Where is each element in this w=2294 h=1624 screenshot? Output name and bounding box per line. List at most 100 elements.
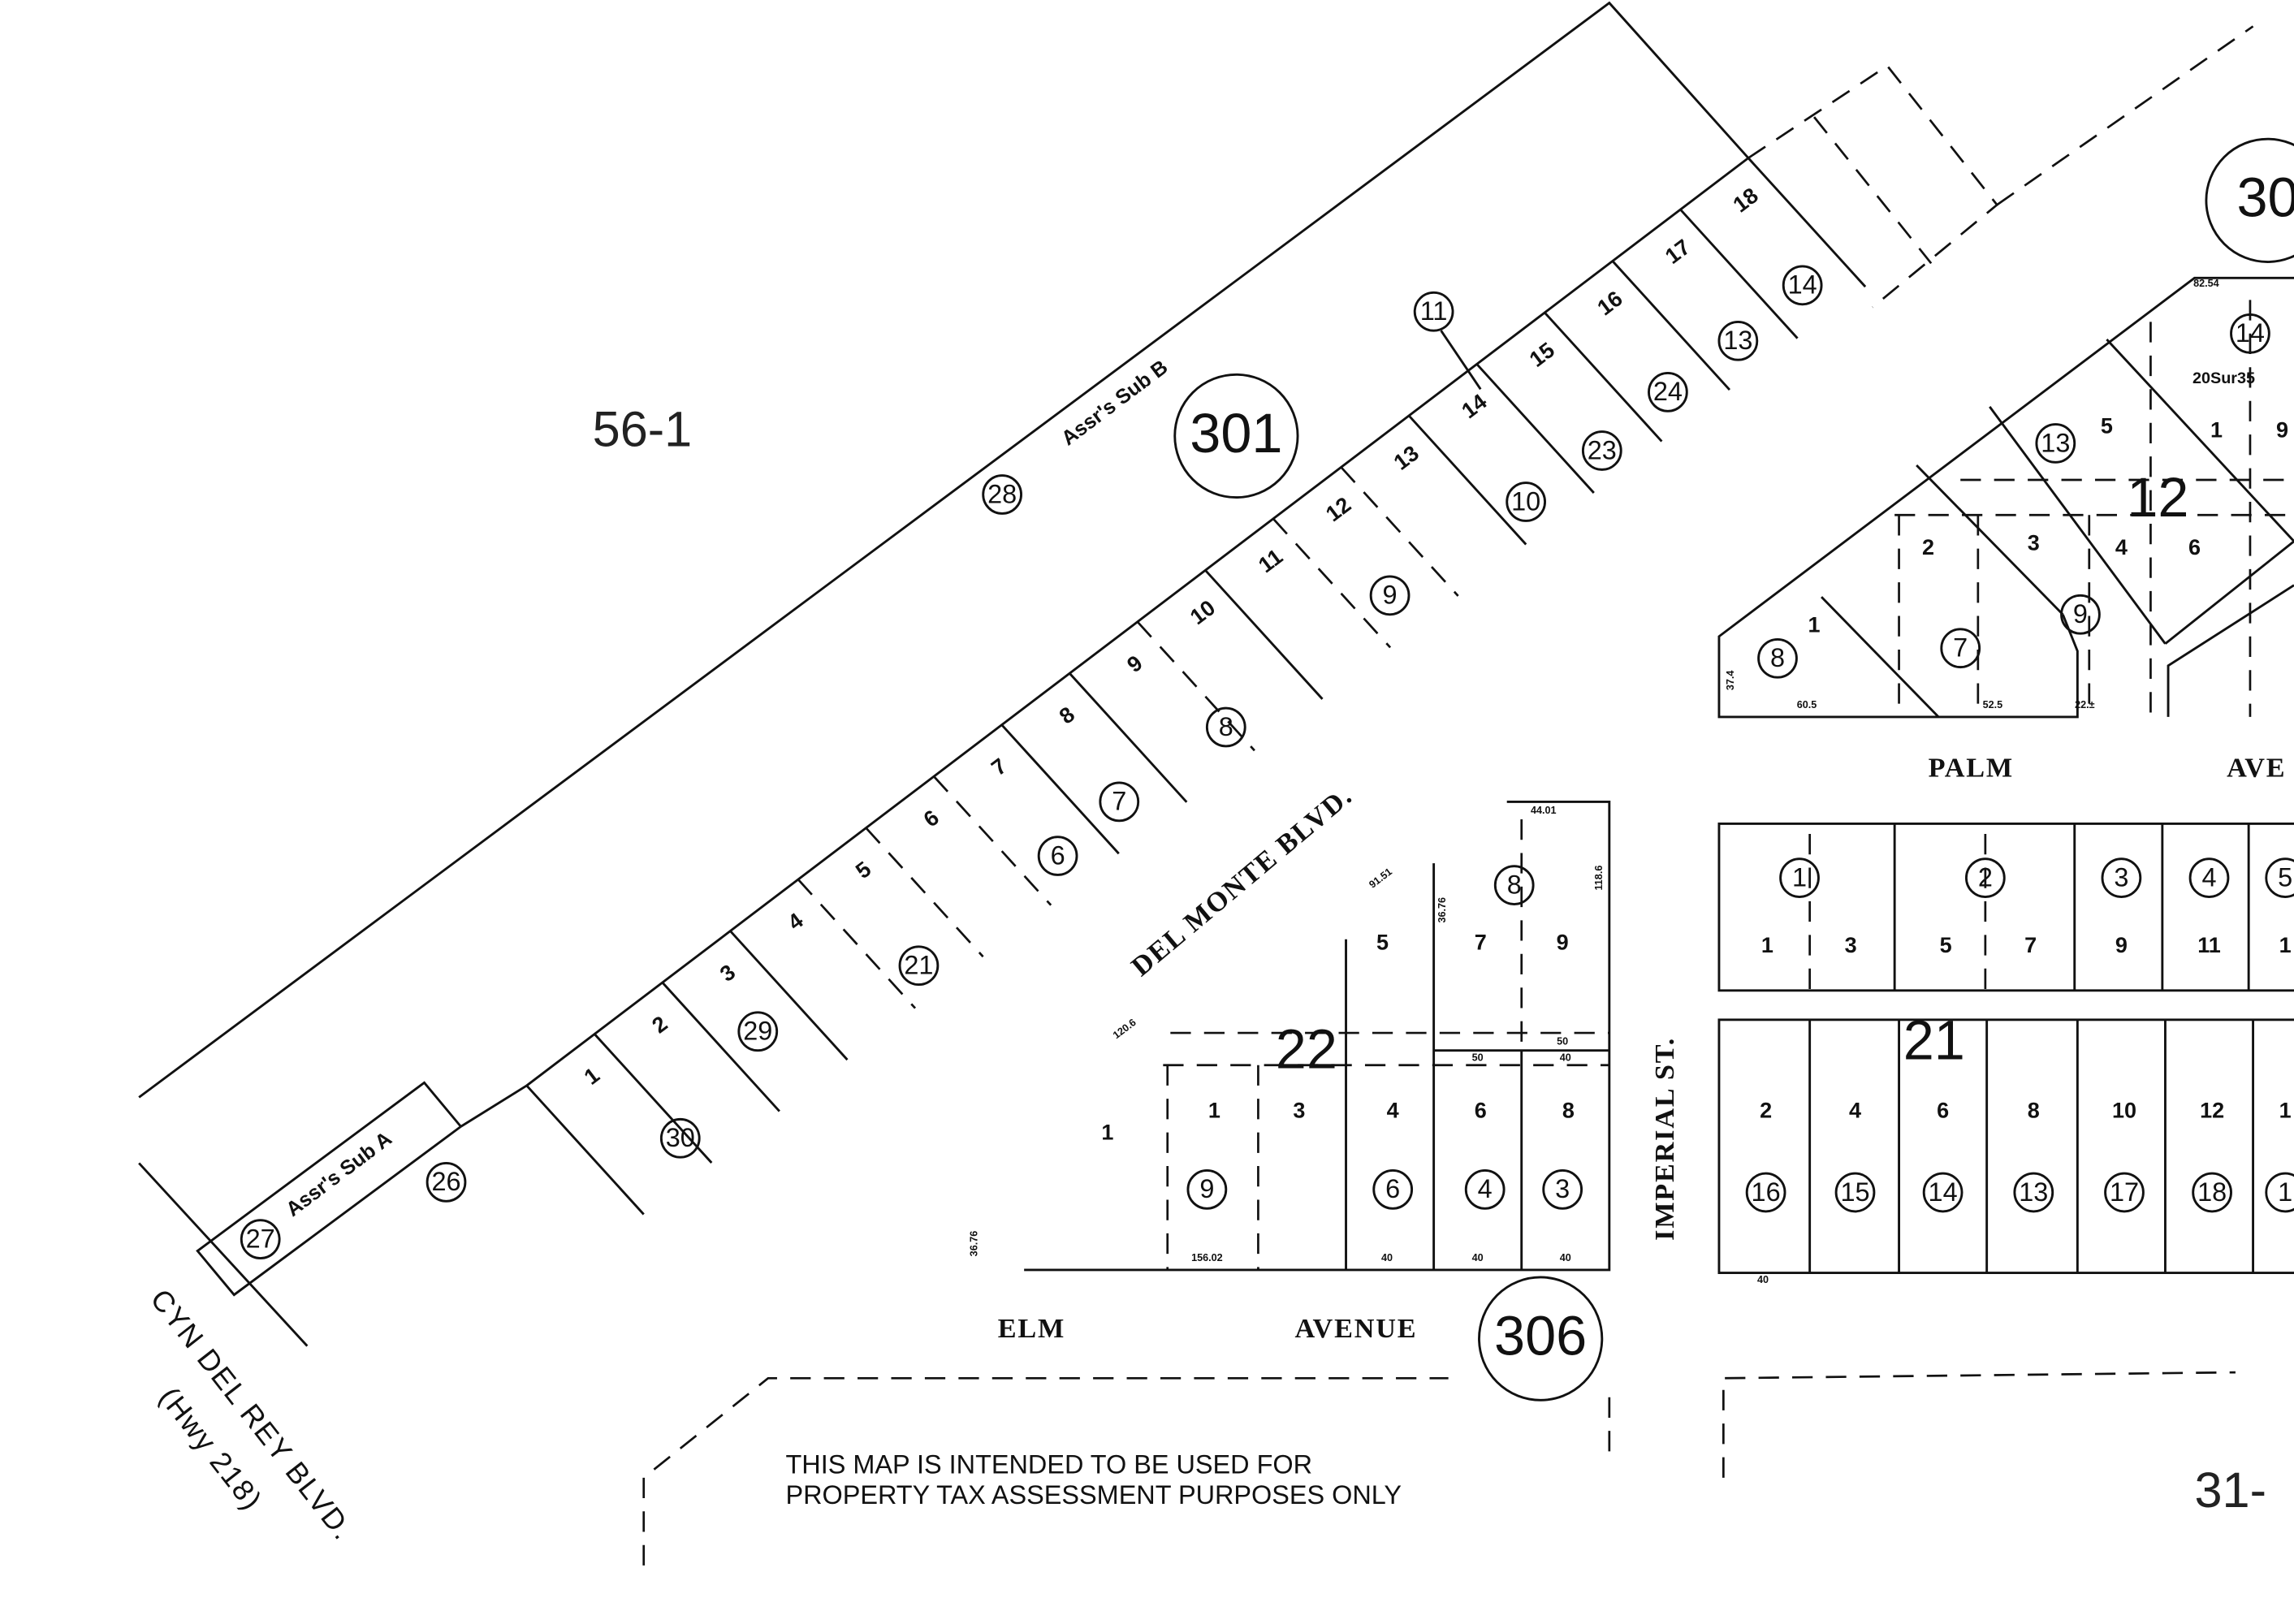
parcel-number-circle (1413, 291, 1454, 332)
parcel-number: 23 (1588, 435, 1617, 464)
parcel-number-circle (737, 1011, 779, 1052)
parcel-number: 8 (1770, 643, 1785, 672)
dimension-label: 118.6 (1593, 866, 1605, 891)
lot-number: 8 (1562, 1099, 1575, 1123)
lot-number: 9 (1557, 930, 1569, 954)
lot-number: 1 (580, 1063, 604, 1090)
lot-number: 4 (1849, 1099, 1861, 1123)
parcel-number-circle (1369, 575, 1411, 616)
lot-number: 1 (2279, 933, 2292, 957)
lot-number: 15 (1525, 338, 1559, 372)
book-page-301: 301 (1190, 402, 1282, 464)
parcel-number-circle (1464, 1169, 1506, 1210)
lot-number: 7 (2024, 933, 2037, 957)
lot-number: 6 (919, 806, 944, 832)
parcel-number-circle (1542, 1169, 1583, 1210)
lot-number: 8 (2028, 1099, 2040, 1123)
parcel-number-circle (1745, 1172, 1786, 1213)
lot-number: 2 (1922, 535, 1934, 559)
parcel-number: 9 (2073, 599, 2088, 628)
parcel-number-circle (1922, 1172, 1964, 1213)
lot-line (1475, 363, 1595, 494)
lot-number: 1 (1208, 1099, 1220, 1123)
lot-number: 7 (1475, 930, 1487, 954)
parcel-number-circle (1372, 1169, 1414, 1210)
lot-line (1679, 209, 1799, 339)
parcel-number-circle (426, 1161, 467, 1203)
parcel-number: 30 (666, 1123, 695, 1152)
parcel-boundaries (138, 1, 2294, 1566)
dimension-label: 40 (1472, 1252, 1484, 1263)
lot-number: 3 (715, 960, 740, 987)
book-page-306-circle (1478, 1276, 1604, 1402)
parcel-number: 11 (1420, 296, 1448, 326)
block-number-22: 22 (1276, 1017, 1337, 1080)
lot-line (1408, 414, 1527, 546)
lot-number: 4 (1387, 1099, 1399, 1123)
parcel-number: 6 (1385, 1174, 1400, 1203)
parcel-number-circle (1717, 320, 1759, 361)
dimension-label: 50 (1472, 1052, 1484, 1063)
street-del-monte-blvd: DEL MONTE BLVD. (1125, 780, 1359, 983)
parcel-number: 8 (1507, 870, 1522, 899)
block-number-12: 12 (2127, 466, 2188, 529)
lot-number: 2 (647, 1011, 672, 1038)
parcel-number: 9 (1199, 1174, 1214, 1203)
lot-number: 9 (2115, 933, 2128, 957)
street-palm-avenue: AVE (2227, 753, 2286, 784)
lot-line (1272, 517, 1392, 649)
dimension-label: 36.76 (969, 1231, 980, 1257)
parcel-number-circle (898, 945, 940, 987)
dimension-label: 36.76 (1436, 897, 1448, 923)
lot-number: 5 (2101, 413, 2113, 438)
parcel-number-circle (1186, 1169, 1228, 1210)
parcel-number: 7 (1953, 633, 1968, 663)
street-elm: ELM (998, 1313, 1065, 1344)
parcel-number-circle (659, 1117, 701, 1159)
parcel-number-circle (1506, 482, 1546, 522)
parcel-number: 6 (1051, 840, 1065, 870)
parcel-number-circle (1099, 781, 1140, 823)
lot-line (1136, 620, 1255, 752)
parcel-number: 14 (2236, 318, 2265, 348)
parcel-number-circle (2104, 1172, 2145, 1213)
parcel-number: 14 (1929, 1177, 1958, 1207)
lot-number: 9 (1122, 650, 1147, 677)
parcel-number-circle (1757, 637, 1798, 679)
map-labels: 1234567891011121314151617183029216789102… (240, 137, 2294, 1402)
parcel-number-circle (2265, 1172, 2294, 1213)
dimension-label: 40 (1757, 1274, 1769, 1285)
lot-line (1204, 569, 1324, 700)
lot-line (661, 982, 780, 1112)
parcel-number-circle (1205, 706, 1246, 748)
parcel-number: 13 (2041, 428, 2070, 457)
lot-number: 1 (1761, 933, 1773, 957)
parcel-number-circle (2192, 1172, 2232, 1213)
parcel-number-circle (2060, 594, 2101, 635)
lot-number: 8 (1055, 702, 1079, 729)
parcel-number: 3 (1555, 1174, 1570, 1203)
book-page-305: 30 (2236, 166, 2294, 229)
parcel-11-leader (1440, 330, 1482, 391)
lot-number: 17 (1661, 235, 1695, 269)
parcel-number-circle (1782, 265, 1823, 306)
parcel-number-circle (1834, 1172, 1876, 1213)
parcel-number-circle (1648, 372, 1688, 412)
parcel-number: 3 (2114, 862, 2128, 892)
lot-number: 10 (2112, 1099, 2136, 1123)
lot-line (1340, 466, 1459, 597)
parcel-number-circle (2230, 313, 2270, 354)
street-palm: PALM (1929, 753, 2014, 784)
parcel-number: 1 (2278, 1177, 2292, 1207)
parcel-number-circle (1037, 836, 1078, 876)
parcel-number: 1 (1792, 862, 1807, 892)
dimension-label: 91.51 (1367, 866, 1394, 890)
parcel-number-circle (1940, 628, 1981, 669)
lot-number: 1 (2279, 1099, 2292, 1123)
lot-number: 6 (2188, 535, 2201, 559)
parcel-number-circle (240, 1219, 281, 1259)
lot-number: 12 (2200, 1099, 2224, 1123)
parcel-number: 16 (1752, 1177, 1781, 1207)
parcel-number-circle (2188, 857, 2230, 898)
lot-number: 3 (1845, 933, 1857, 957)
